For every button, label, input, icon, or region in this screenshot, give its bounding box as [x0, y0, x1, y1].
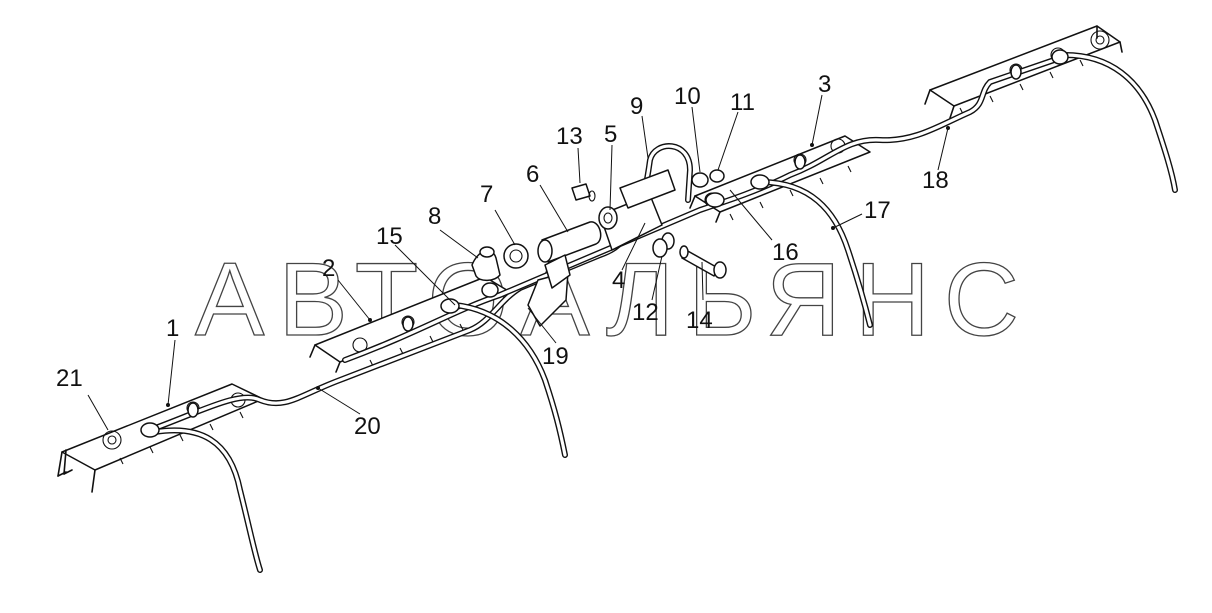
part-label-20: 20 — [354, 413, 381, 440]
part-label-16: 16 — [772, 239, 799, 266]
part-label-18: 18 — [922, 167, 949, 194]
part-label-6: 6 — [526, 161, 539, 188]
part-label-11: 11 — [730, 89, 755, 116]
part-label-17: 17 — [864, 197, 891, 224]
part-label-12: 12 — [632, 299, 659, 326]
leader-lines — [87, 94, 950, 431]
part-label-4: 4 — [612, 267, 625, 294]
part-label-3: 3 — [818, 71, 831, 98]
tube-fittings — [140, 49, 1069, 438]
part-labels: 1 2 3 4 5 6 7 8 9 10 11 12 13 14 15 16 1… — [56, 71, 949, 440]
part-label-14: 14 — [686, 307, 713, 334]
central-assembly — [471, 169, 727, 327]
part-label-15: 15 — [376, 223, 403, 250]
part-label-7: 7 — [480, 181, 493, 208]
part-label-9: 9 — [630, 93, 643, 120]
part-label-10: 10 — [674, 83, 701, 110]
part-label-13: 13 — [556, 123, 583, 150]
part-label-21: 21 — [56, 365, 83, 392]
part-label-1: 1 — [166, 315, 179, 342]
part-label-19: 19 — [542, 343, 569, 370]
part-label-2: 2 — [322, 255, 335, 282]
part-label-5: 5 — [604, 121, 617, 148]
tube-network — [147, 52, 1178, 573]
part-label-8: 8 — [428, 203, 441, 230]
watermark-text: АВТОАЛЬЯНС — [195, 242, 1033, 358]
